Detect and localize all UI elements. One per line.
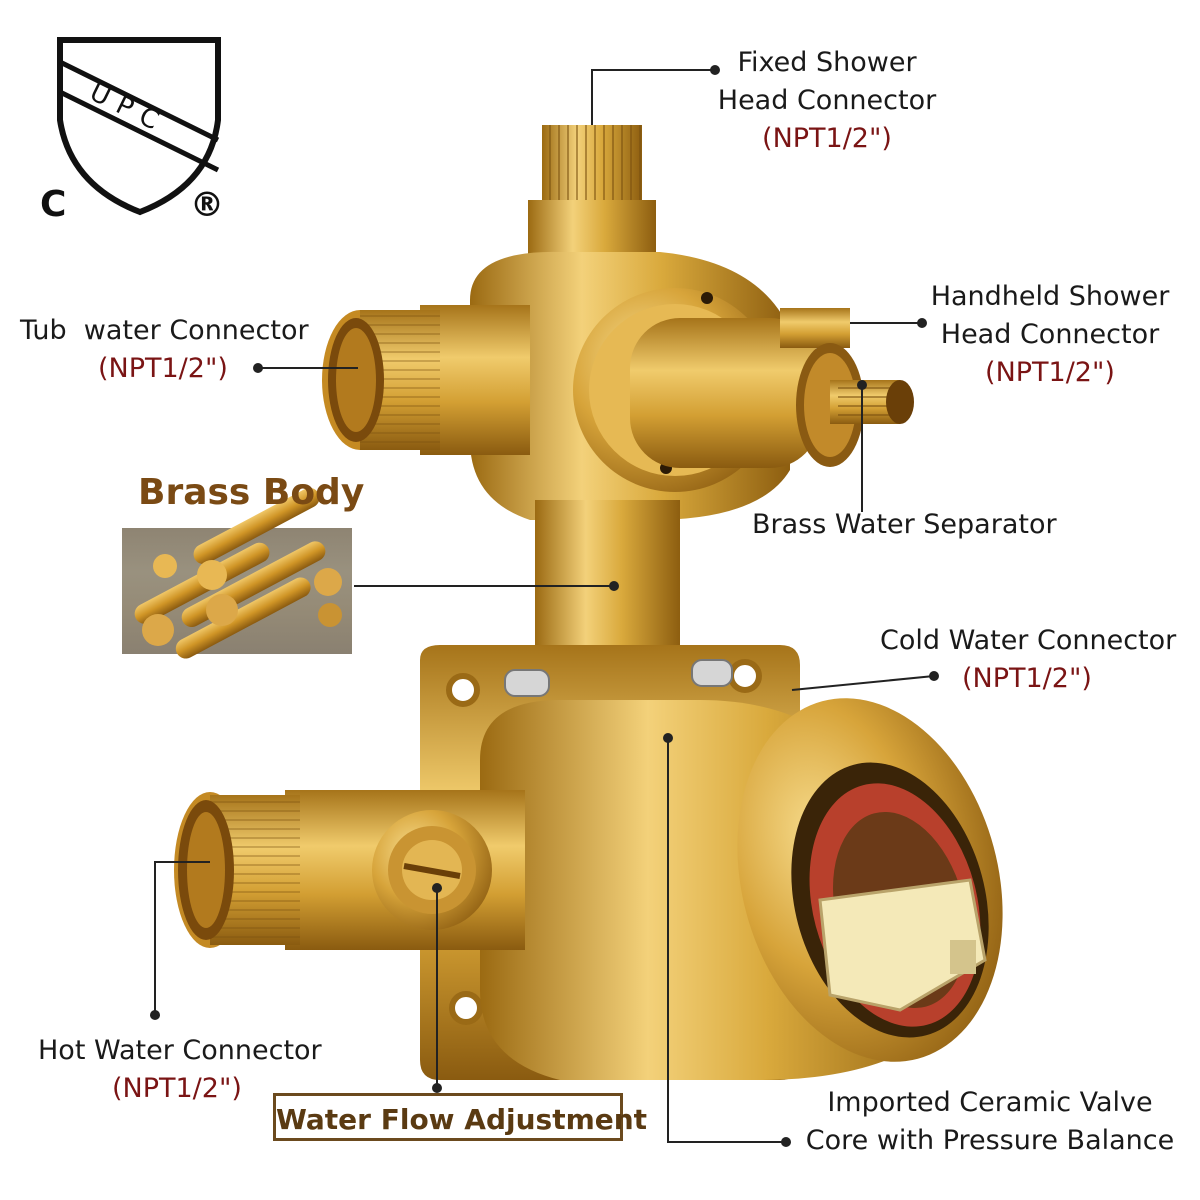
logo-registered-mark: ® — [190, 185, 224, 225]
handheld-line1: Handheld Shower — [930, 281, 1170, 312]
ceramic-line1: Imported Ceramic Valve — [827, 1087, 1153, 1118]
handheld-line2: Head Connector — [940, 319, 1160, 350]
logo-c-mark: C — [40, 184, 66, 225]
brass-separator-label: Brass Water Separator — [752, 509, 1057, 540]
ceramic-valve-label: Imported Ceramic Valve Core with Pressur… — [800, 1084, 1180, 1160]
brass-rods-photo — [122, 487, 352, 659]
hot-water-line1: Hot Water Connector — [38, 1035, 322, 1066]
cold-water-label: Cold Water Connector (NPT1/2") — [880, 622, 1176, 698]
upc-shield-logo: UPC C ® — [40, 37, 224, 225]
cold-water-spec: (NPT1/2") — [962, 663, 1092, 694]
brass-body-title: Brass Body — [138, 472, 365, 513]
hot-water-label: Hot Water Connector (NPT1/2") — [38, 1032, 322, 1108]
fixed-shower-line1: Fixed Shower — [737, 47, 917, 78]
fixed-shower-line2: Head Connector — [717, 85, 937, 116]
valve-body — [174, 125, 1003, 1080]
tub-connector-label: Tub water Connector (NPT1/2") — [20, 312, 309, 388]
fixed-shower-label: Fixed Shower Head Connector (NPT1/2") — [712, 44, 942, 158]
water-flow-adjustment-label: Water Flow Adjustment — [273, 1093, 647, 1141]
handheld-shower-label: Handheld Shower Head Connector (NPT1/2") — [925, 278, 1175, 392]
tub-connector-line1: Tub water Connector — [20, 315, 309, 346]
handheld-spec: (NPT1/2") — [985, 357, 1115, 388]
cold-water-line1: Cold Water Connector — [880, 625, 1177, 656]
fixed-shower-spec: (NPT1/2") — [762, 123, 892, 154]
ceramic-line2: Core with Pressure Balance — [805, 1125, 1175, 1156]
leader-lines — [150, 65, 939, 1147]
tub-connector-spec: (NPT1/2") — [98, 353, 228, 384]
hot-water-spec: (NPT1/2") — [112, 1073, 242, 1104]
